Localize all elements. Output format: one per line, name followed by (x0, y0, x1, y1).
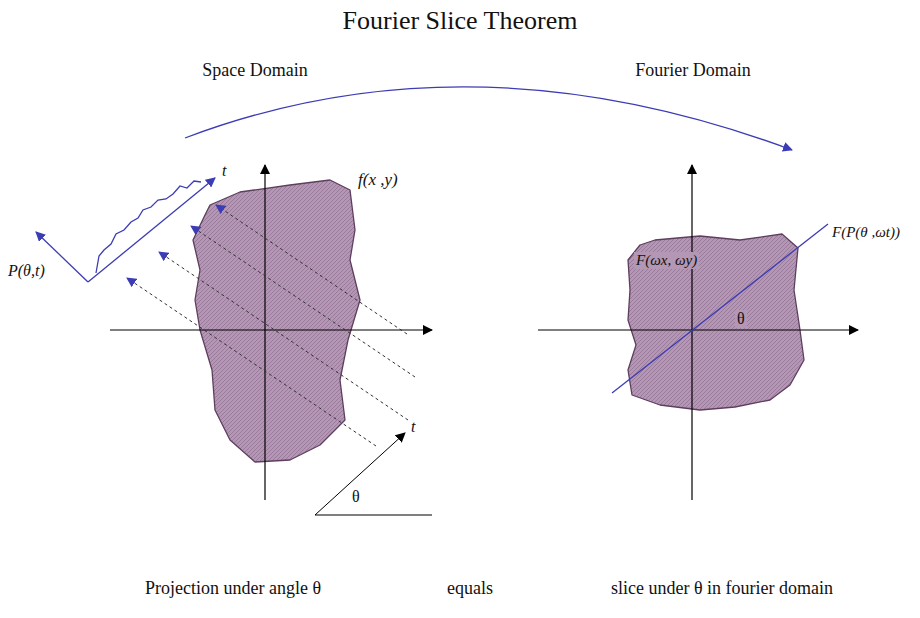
axis-label: t (411, 418, 415, 436)
axis-label: t (222, 162, 226, 180)
diagram-title: Fourier Slice Theorem (343, 6, 578, 36)
caption-part: equals (447, 578, 493, 599)
mapping-arrow (185, 87, 792, 150)
function-label: F(ωx, ωy) (634, 252, 699, 269)
blob-outline (185, 160, 415, 470)
blob-outline (600, 225, 815, 420)
blob-shape: F(ωx, ωy) θ (600, 225, 815, 420)
blob-shape: f(x ,y) (185, 160, 415, 470)
domain-heading: Space Domain (202, 60, 307, 81)
projection-t-axis (88, 178, 215, 282)
function-label: f(x ,y) (358, 170, 398, 190)
domain-heading: Fourier Domain (635, 60, 750, 81)
angle-label: θ (352, 488, 360, 506)
angle-base (315, 515, 432, 516)
function-label: θ (735, 310, 747, 328)
projection-curve (96, 181, 201, 273)
angle-t-axis (315, 433, 405, 515)
slice-label: F(P(θ ,ωt)) (832, 224, 900, 241)
caption-part: slice under θ in fourier domain (611, 578, 833, 599)
projection-label: P(θ,t) (8, 262, 45, 280)
caption-part: Projection under angle θ (145, 578, 321, 599)
